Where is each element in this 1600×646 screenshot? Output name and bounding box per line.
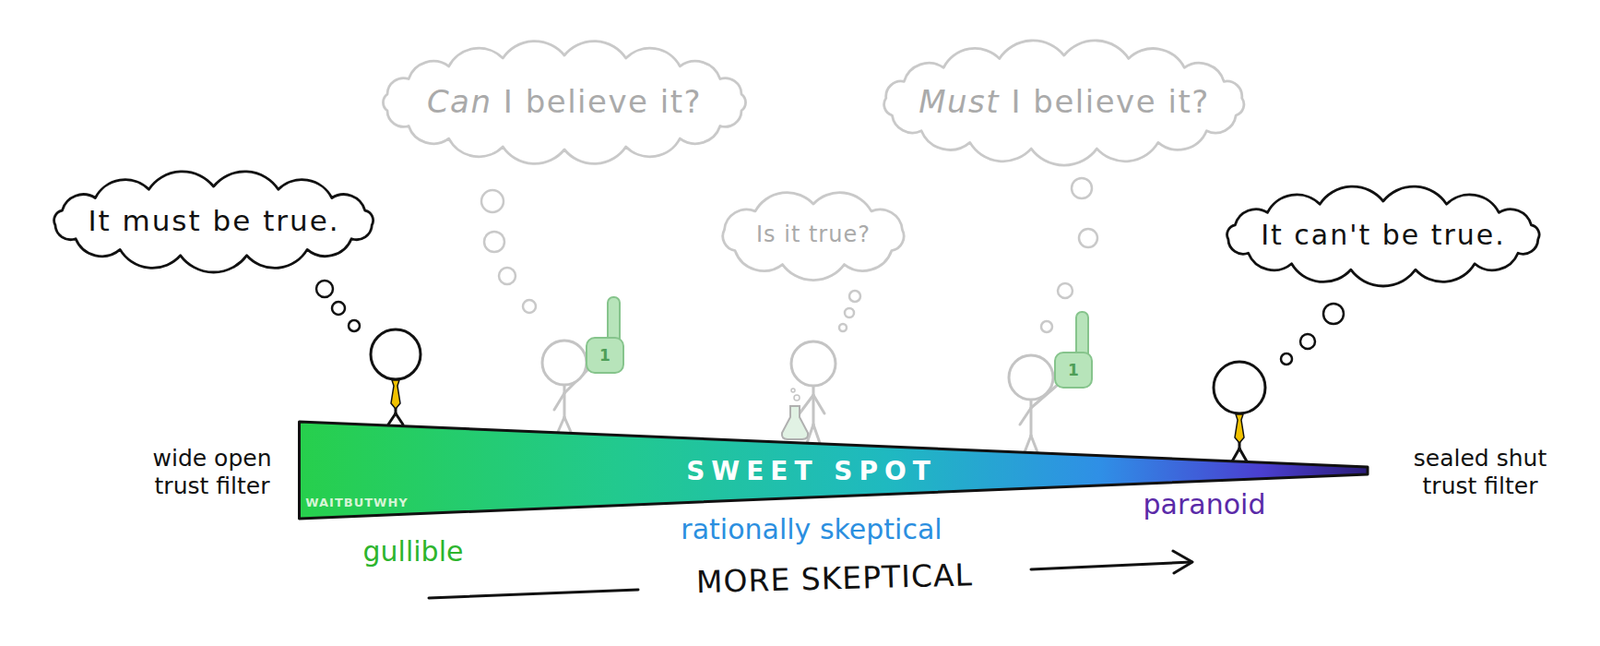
figure-head — [1008, 355, 1054, 400]
cloud-outline — [884, 40, 1245, 166]
thought-text: It must be true. — [87, 204, 340, 238]
figure-body — [812, 385, 816, 425]
thought-bubble — [1057, 283, 1073, 298]
arrow-head — [1173, 550, 1193, 573]
thought-rest: I believe it? — [492, 82, 703, 120]
zone-label: paranoid — [1143, 487, 1267, 522]
stick-figure — [1213, 361, 1266, 462]
figure-leg — [1031, 435, 1038, 452]
watermark: WAITBUTWHY — [305, 495, 409, 510]
thought-bubble — [1300, 333, 1316, 349]
emphasis: Can — [426, 82, 493, 120]
necktie — [391, 379, 401, 409]
figure-leg — [388, 413, 396, 425]
figure-leg — [1232, 448, 1240, 462]
cloud-outline — [54, 171, 374, 273]
thought-bubble — [348, 320, 360, 332]
figure-arm — [554, 392, 565, 410]
thought-bubble — [1041, 320, 1053, 332]
emphasis: Must — [918, 82, 1000, 120]
stick-figure — [542, 340, 591, 432]
zone-label: gullible — [363, 534, 464, 569]
thought-text: Must I believe it? — [918, 83, 1210, 120]
zone-title: SWEET SPOT — [686, 456, 937, 486]
thought-cloud: Can I believe it? — [370, 41, 759, 164]
cloud-outline — [1227, 186, 1540, 286]
figure-body — [563, 384, 567, 417]
thought-bubble — [1078, 228, 1098, 248]
axis-end-label: sealed shut trust filter — [1392, 444, 1568, 500]
thought-text: Is it true? — [756, 222, 871, 249]
thought-bubble — [1071, 177, 1092, 199]
figure-head — [370, 329, 421, 380]
thought-cloud: Must I believe it? — [871, 41, 1257, 164]
thought-bubble — [498, 267, 516, 285]
figure-arm — [799, 394, 814, 414]
necktie — [1234, 414, 1245, 443]
thought-rest: I believe it? — [999, 82, 1210, 120]
arrow-shaft — [428, 589, 639, 598]
figure-leg — [1239, 448, 1247, 462]
figure-leg — [1024, 435, 1032, 452]
thought-bubble — [849, 290, 861, 302]
thought-cloud: It can't be true. — [1213, 187, 1553, 285]
flask-bubble — [794, 394, 800, 401]
lab-flask — [782, 405, 808, 439]
figure-arm — [1019, 407, 1032, 425]
thought-trail — [481, 189, 536, 313]
foam-finger — [586, 296, 624, 373]
stick-figure — [1008, 355, 1059, 452]
cloud-outline — [382, 41, 746, 165]
thought-cloud: It must be true. — [40, 172, 387, 271]
figure-head — [1213, 361, 1266, 414]
thought-bubble — [484, 231, 505, 252]
thought-bubble — [844, 308, 854, 318]
foam-finger-hand — [1054, 352, 1092, 388]
figure-leg — [564, 416, 571, 432]
zone-label: rationally skeptical — [680, 512, 942, 546]
thought-bubble — [839, 323, 847, 332]
thought-cloud: Is it true? — [709, 189, 918, 281]
figure-arm — [813, 394, 825, 414]
thought-trail — [1041, 177, 1098, 332]
figure-leg — [557, 416, 565, 432]
thought-bubble — [481, 189, 504, 213]
axis-title: MORE SKEPTICAL — [696, 556, 974, 600]
flask-bubble — [791, 388, 795, 392]
stick-figure — [370, 329, 421, 425]
figure-head — [542, 340, 587, 385]
thought-bubble — [316, 280, 333, 297]
thought-bubble — [331, 301, 345, 315]
thought-bubble — [522, 299, 536, 313]
figure-head — [791, 341, 836, 386]
figure-leg — [813, 424, 820, 443]
thought-text: It can't be true. — [1260, 219, 1506, 252]
thought-trail — [316, 280, 360, 332]
arrow-shaft — [1031, 561, 1192, 569]
thought-trail — [1280, 303, 1344, 365]
thought-text: Can I believe it? — [426, 83, 702, 120]
foam-finger-hand — [586, 337, 624, 373]
axis-end-label: wide open trust filter — [124, 444, 300, 500]
foam-finger-number: 1 — [599, 345, 611, 365]
cloud-outline — [722, 192, 904, 281]
figure-leg — [395, 413, 403, 425]
thought-bubble — [1323, 303, 1344, 324]
foam-finger-number: 1 — [1067, 360, 1079, 380]
figure-body — [1030, 399, 1033, 436]
thought-trail — [839, 290, 861, 332]
thought-bubble — [1280, 353, 1292, 365]
foam-finger — [1054, 311, 1092, 388]
